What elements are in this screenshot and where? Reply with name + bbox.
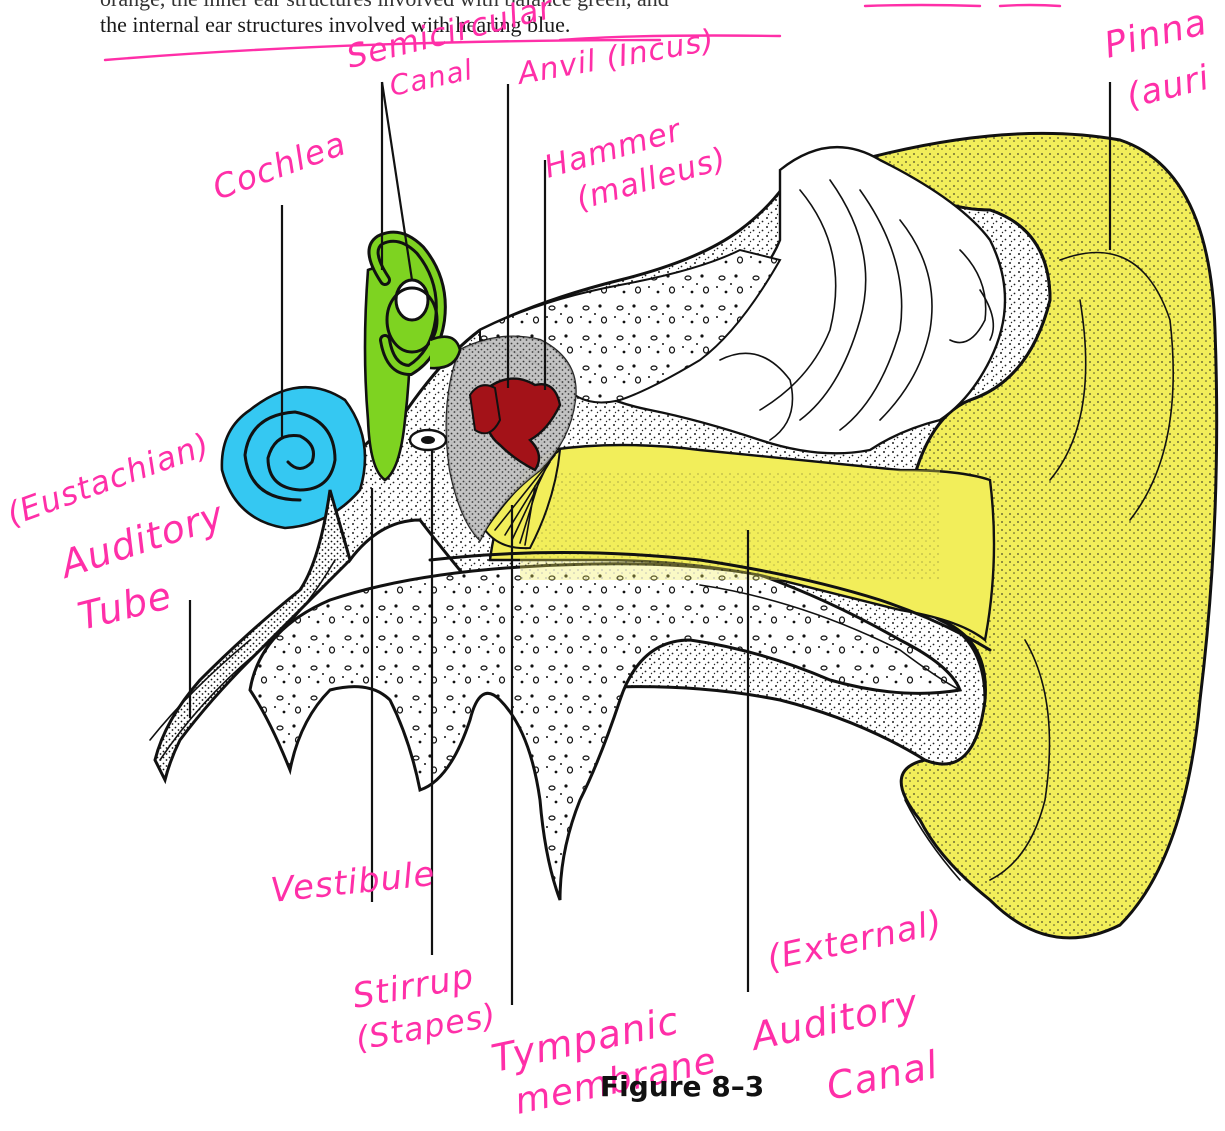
label-cochlea: Cochlea xyxy=(207,123,351,207)
label-anvil: Anvil (Incus) xyxy=(513,23,717,92)
label-tube: Tube xyxy=(74,573,177,639)
label-vestibule: Vestibule xyxy=(269,854,437,911)
cochlea-shape xyxy=(222,387,365,528)
anvil-incus xyxy=(470,385,500,433)
lower-bone xyxy=(250,564,960,900)
label-auditory-canal-1: Auditory xyxy=(745,981,922,1060)
label-pinna: Pinna xyxy=(1100,2,1211,67)
label-auditory-canal-2: Canal xyxy=(823,1042,942,1108)
label-external: (External) xyxy=(764,903,947,979)
figure-caption: Figure 8–3 xyxy=(600,1070,764,1103)
label-auricle: (auri xyxy=(1123,58,1214,117)
semicircular-canals xyxy=(374,237,460,370)
